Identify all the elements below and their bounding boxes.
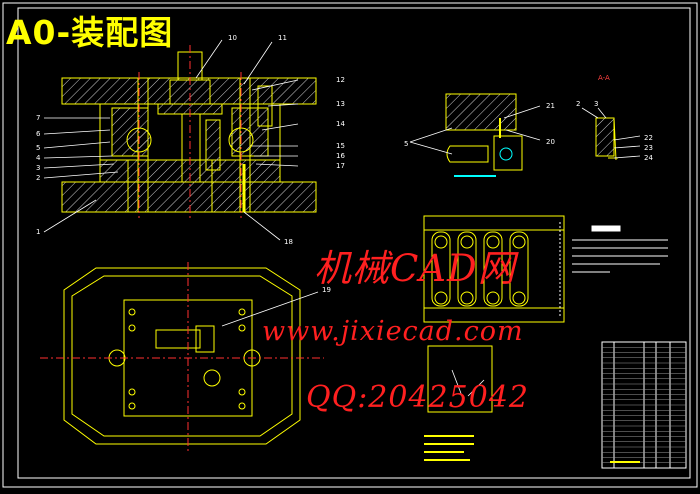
- callout-2: 2: [36, 174, 40, 182]
- callout-20: 20: [546, 138, 555, 146]
- callout-21: 21: [546, 102, 555, 110]
- callout-6: 6: [36, 130, 41, 138]
- work-notes: [424, 435, 640, 463]
- callout-11: 11: [278, 34, 287, 42]
- callout-18: 18: [284, 238, 293, 246]
- front-leaders: [43, 39, 299, 241]
- callout-14: 14: [336, 120, 345, 128]
- callout-4: 4: [36, 154, 41, 162]
- callout-22: 22: [644, 134, 653, 142]
- callout-10: 10: [228, 34, 237, 42]
- plan-view: [40, 262, 324, 452]
- watermark-brand: 机械CAD网: [314, 247, 516, 290]
- part-detail: [427, 345, 493, 413]
- callout-a2: 2: [576, 100, 580, 108]
- callout-24: 24: [644, 154, 653, 162]
- callout-19: 19: [322, 286, 331, 294]
- callout-3: 3: [36, 164, 40, 172]
- section-label: A-A: [598, 74, 610, 82]
- callout-23: 23: [644, 144, 653, 152]
- front-section-view: [61, 45, 317, 218]
- watermark-qq: QQ:20425042: [306, 380, 529, 415]
- parts-list-rows: [602, 347, 686, 463]
- callout-1: 1: [36, 228, 40, 236]
- callout-5: 5: [36, 144, 40, 152]
- callout-13: 13: [336, 100, 345, 108]
- detail-view: [409, 93, 541, 177]
- callout-16: 16: [336, 152, 345, 160]
- drawing-title: A0-装配图: [6, 13, 174, 52]
- callout-17: 17: [336, 162, 345, 170]
- callout-five: 5: [404, 140, 408, 148]
- callout-7: 7: [36, 114, 40, 122]
- top-plate: [61, 77, 317, 105]
- callout-a3: 3: [594, 100, 598, 108]
- bottom-plate: [61, 181, 317, 213]
- section-a-a: [581, 107, 641, 161]
- outer-frame: [2, 2, 698, 488]
- callout-15: 15: [336, 142, 345, 150]
- inner-frame: [17, 7, 691, 479]
- technical-notes: [572, 225, 668, 273]
- watermark-url: www.jixiecad.com: [262, 316, 524, 347]
- callout-12: 12: [336, 76, 345, 84]
- strip-layout: [423, 215, 565, 323]
